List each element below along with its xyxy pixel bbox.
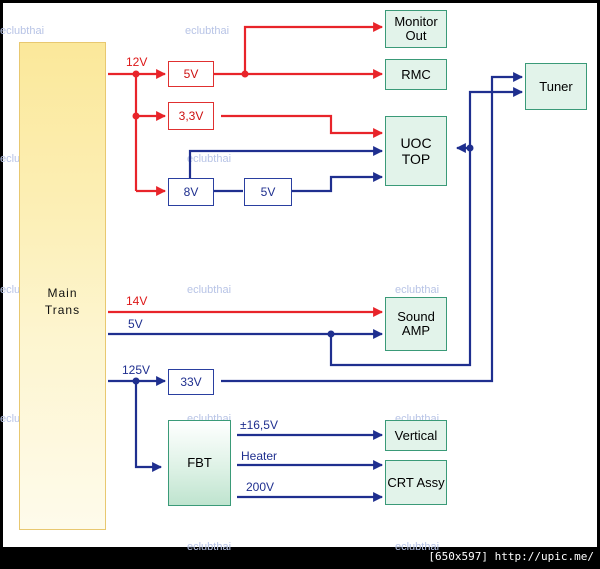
rail-label-16v5: ±16,5V bbox=[240, 418, 278, 432]
junction-dot bbox=[327, 330, 335, 338]
watermark: eclubthai bbox=[187, 284, 232, 296]
main-trans-label-text: Main Trans bbox=[44, 286, 81, 317]
regulator-5v-b: 5V bbox=[244, 178, 292, 206]
rail-label-200v: 200V bbox=[246, 480, 275, 494]
rail-label-14v: 14V bbox=[126, 294, 148, 308]
sound-amp-label: Sound AMP bbox=[397, 309, 435, 338]
regulator-5v: 5V bbox=[168, 61, 214, 87]
tuner-feed-a bbox=[468, 87, 523, 148]
regulator-8v: 8V bbox=[168, 178, 214, 206]
watermark: eclubthai bbox=[185, 25, 230, 37]
out-8v-uoc bbox=[188, 146, 383, 178]
uoc-top-label: UOC TOP bbox=[400, 135, 432, 167]
monitor-out-label: Monitor Out bbox=[394, 14, 438, 43]
crt-assy-block: CRT Assy bbox=[385, 460, 447, 505]
junction-dot bbox=[132, 377, 140, 385]
uoc-top-block: UOC TOP bbox=[385, 116, 447, 186]
watermark: eclubthai bbox=[187, 153, 232, 165]
rail-label-5v: 5V bbox=[128, 317, 143, 331]
image-host-footer[interactable]: [650x597] http://upic.me/ bbox=[428, 550, 594, 563]
junction-dot bbox=[132, 112, 140, 120]
junction-dot bbox=[466, 144, 474, 152]
main-trans-label: Main Trans bbox=[19, 285, 106, 319]
regulator-33v: 33V bbox=[168, 369, 214, 395]
junction-dot bbox=[241, 70, 249, 78]
rail-label-125v: 125V bbox=[122, 363, 151, 377]
watermark: eclubthai bbox=[187, 541, 232, 553]
watermark: eclubthai bbox=[395, 284, 440, 296]
rail-label-heater: Heater bbox=[241, 449, 278, 463]
tuner-block: Tuner bbox=[525, 63, 587, 110]
rail-label-12v: 12V bbox=[126, 55, 148, 69]
regulator-3v3: 3,3V bbox=[168, 102, 214, 130]
out-3v3-uoc bbox=[221, 114, 383, 138]
watermark: eclubthai bbox=[395, 541, 440, 553]
tuner-feed-b bbox=[221, 72, 523, 383]
main-trans-block bbox=[19, 42, 106, 530]
rmc-block: RMC bbox=[385, 59, 447, 90]
out-5v-uoc bbox=[292, 172, 383, 193]
out-5v-monitor bbox=[243, 22, 383, 74]
sound-amp-block: Sound AMP bbox=[385, 297, 447, 351]
rail-5v-to-uoc bbox=[329, 143, 472, 367]
fbt-block: FBT bbox=[168, 420, 231, 506]
rail-125v-fbt bbox=[134, 381, 162, 472]
vertical-block: Vertical bbox=[385, 420, 447, 451]
watermark: eclubthai bbox=[0, 25, 45, 37]
junction-dot bbox=[132, 70, 140, 78]
monitor-out-block: Monitor Out bbox=[385, 10, 447, 48]
